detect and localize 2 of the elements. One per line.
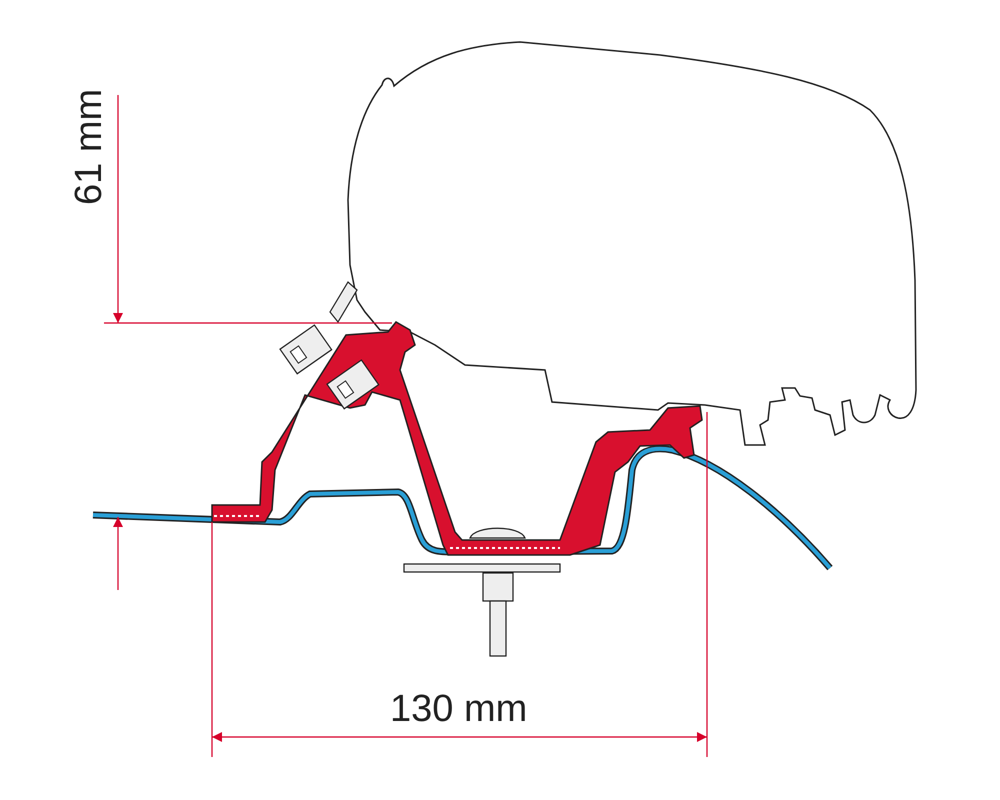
dimension-label: 130 mm [390,690,528,728]
dimension-label: 61 mm [70,88,108,205]
